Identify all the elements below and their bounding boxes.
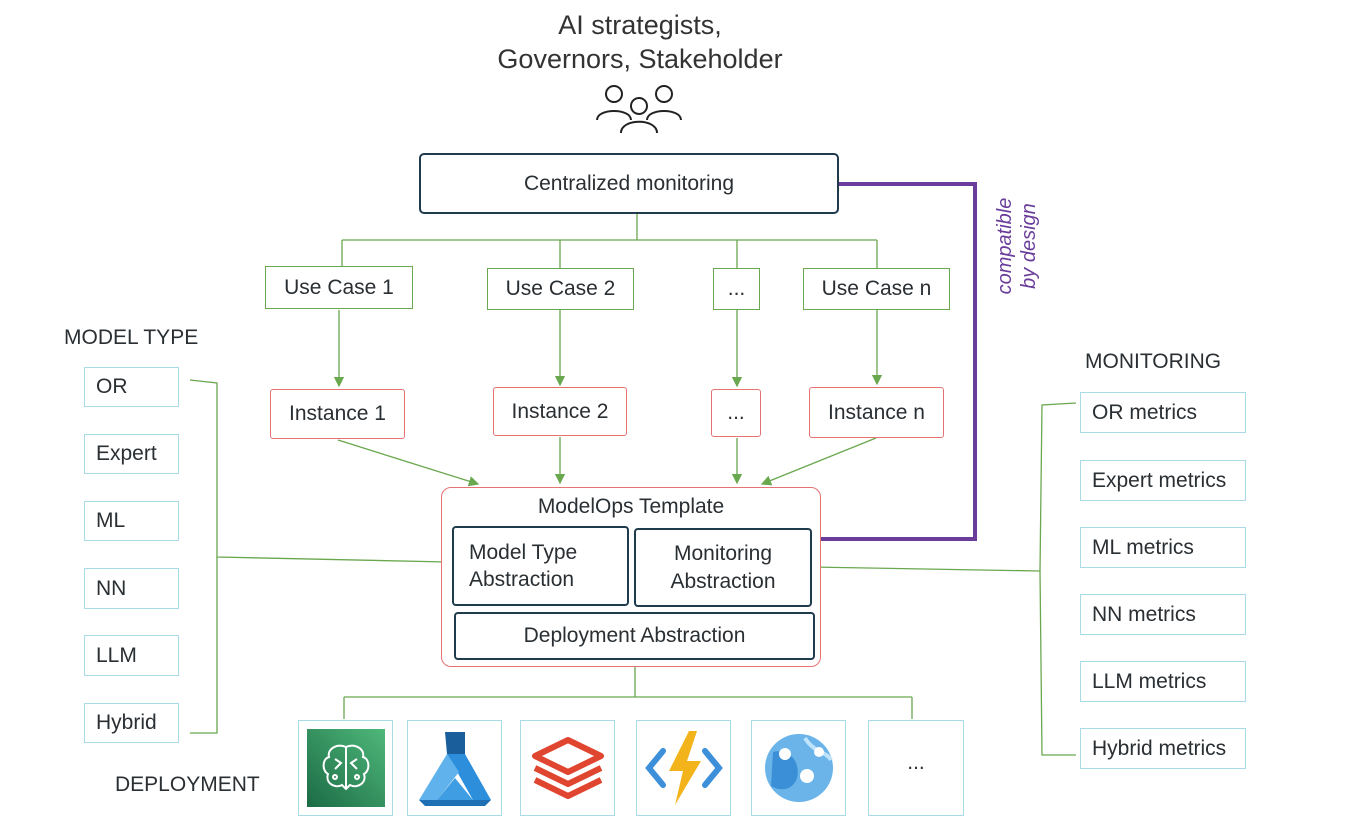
model-type-ml: ML	[84, 501, 179, 541]
monitoring-hybrid-metrics: Hybrid metrics	[1080, 728, 1246, 769]
deployment-tile-databricks	[520, 720, 615, 816]
more-icon: ...	[907, 751, 925, 774]
compatible-by-design-label: compatible by design	[990, 196, 1050, 316]
monitoring-ml-metrics: ML metrics	[1080, 527, 1246, 568]
instance-n: Instance n	[809, 387, 944, 438]
deployment-tile-more: ...	[868, 720, 964, 816]
monitoring-or-metrics: OR metrics	[1080, 392, 1246, 433]
model-type-abstraction: Model Type Abstraction	[452, 526, 629, 606]
monitoring-llm-metrics: LLM metrics	[1080, 661, 1246, 702]
model-type-heading: MODEL TYPE	[64, 326, 199, 349]
use-case-1: Use Case 1	[265, 266, 413, 309]
model-type-or: OR	[84, 367, 179, 407]
audience-title-line1: AI strategists,	[558, 10, 722, 40]
deployment-heading: DEPLOYMENT	[115, 773, 260, 796]
model-type-hybrid: Hybrid	[84, 703, 179, 743]
deployment-tile-azure-functions	[636, 720, 731, 816]
model-type-line2: Abstraction	[469, 568, 575, 591]
databricks-icon	[531, 737, 604, 799]
monitoring-abstraction: Monitoring Abstraction	[634, 528, 812, 607]
azure-web-app-icon	[764, 734, 833, 802]
sagemaker-brain-icon	[306, 729, 385, 807]
monitoring-line1: Monitoring	[673, 541, 773, 565]
compatible-line2: by design	[1018, 203, 1040, 289]
monitoring-heading: MONITORING	[1085, 350, 1222, 373]
model-type-line1: Model Type	[469, 541, 578, 564]
monitoring-line2: Abstraction	[670, 569, 776, 593]
people-group-icon	[596, 85, 682, 134]
centralized-monitoring-box: Centralized monitoring	[419, 153, 839, 214]
instance-1: Instance 1	[270, 389, 405, 439]
instance-2: Instance 2	[493, 387, 627, 436]
model-type-nn: NN	[84, 568, 179, 609]
instance-ellipsis: ...	[711, 389, 761, 437]
use-case-2: Use Case 2	[487, 268, 634, 310]
use-case-n: Use Case n	[803, 268, 950, 310]
audience-title: AI strategists, Governors, Stakeholder	[0, 8, 1280, 76]
monitoring-expert-metrics: Expert metrics	[1080, 460, 1246, 501]
compatible-line1: compatible	[994, 197, 1016, 295]
model-type-expert: Expert	[84, 434, 179, 474]
model-type-llm: LLM	[84, 635, 179, 676]
use-case-ellipsis: ...	[713, 268, 760, 310]
monitoring-nn-metrics: NN metrics	[1080, 594, 1246, 635]
azure-functions-icon	[644, 731, 723, 805]
azure-ml-icon	[418, 732, 491, 806]
deployment-tile-sagemaker	[298, 720, 393, 816]
template-title: ModelOps Template	[537, 495, 725, 518]
modelops-template: ModelOps Template Model Type Abstraction…	[441, 487, 821, 667]
audience-title-line2: Governors, Stakeholder	[497, 44, 783, 74]
deployment-tile-azure-ml	[407, 720, 502, 816]
deployment-tile-azure-web-app	[751, 720, 846, 816]
deployment-abstraction: Deployment Abstraction	[454, 612, 815, 660]
